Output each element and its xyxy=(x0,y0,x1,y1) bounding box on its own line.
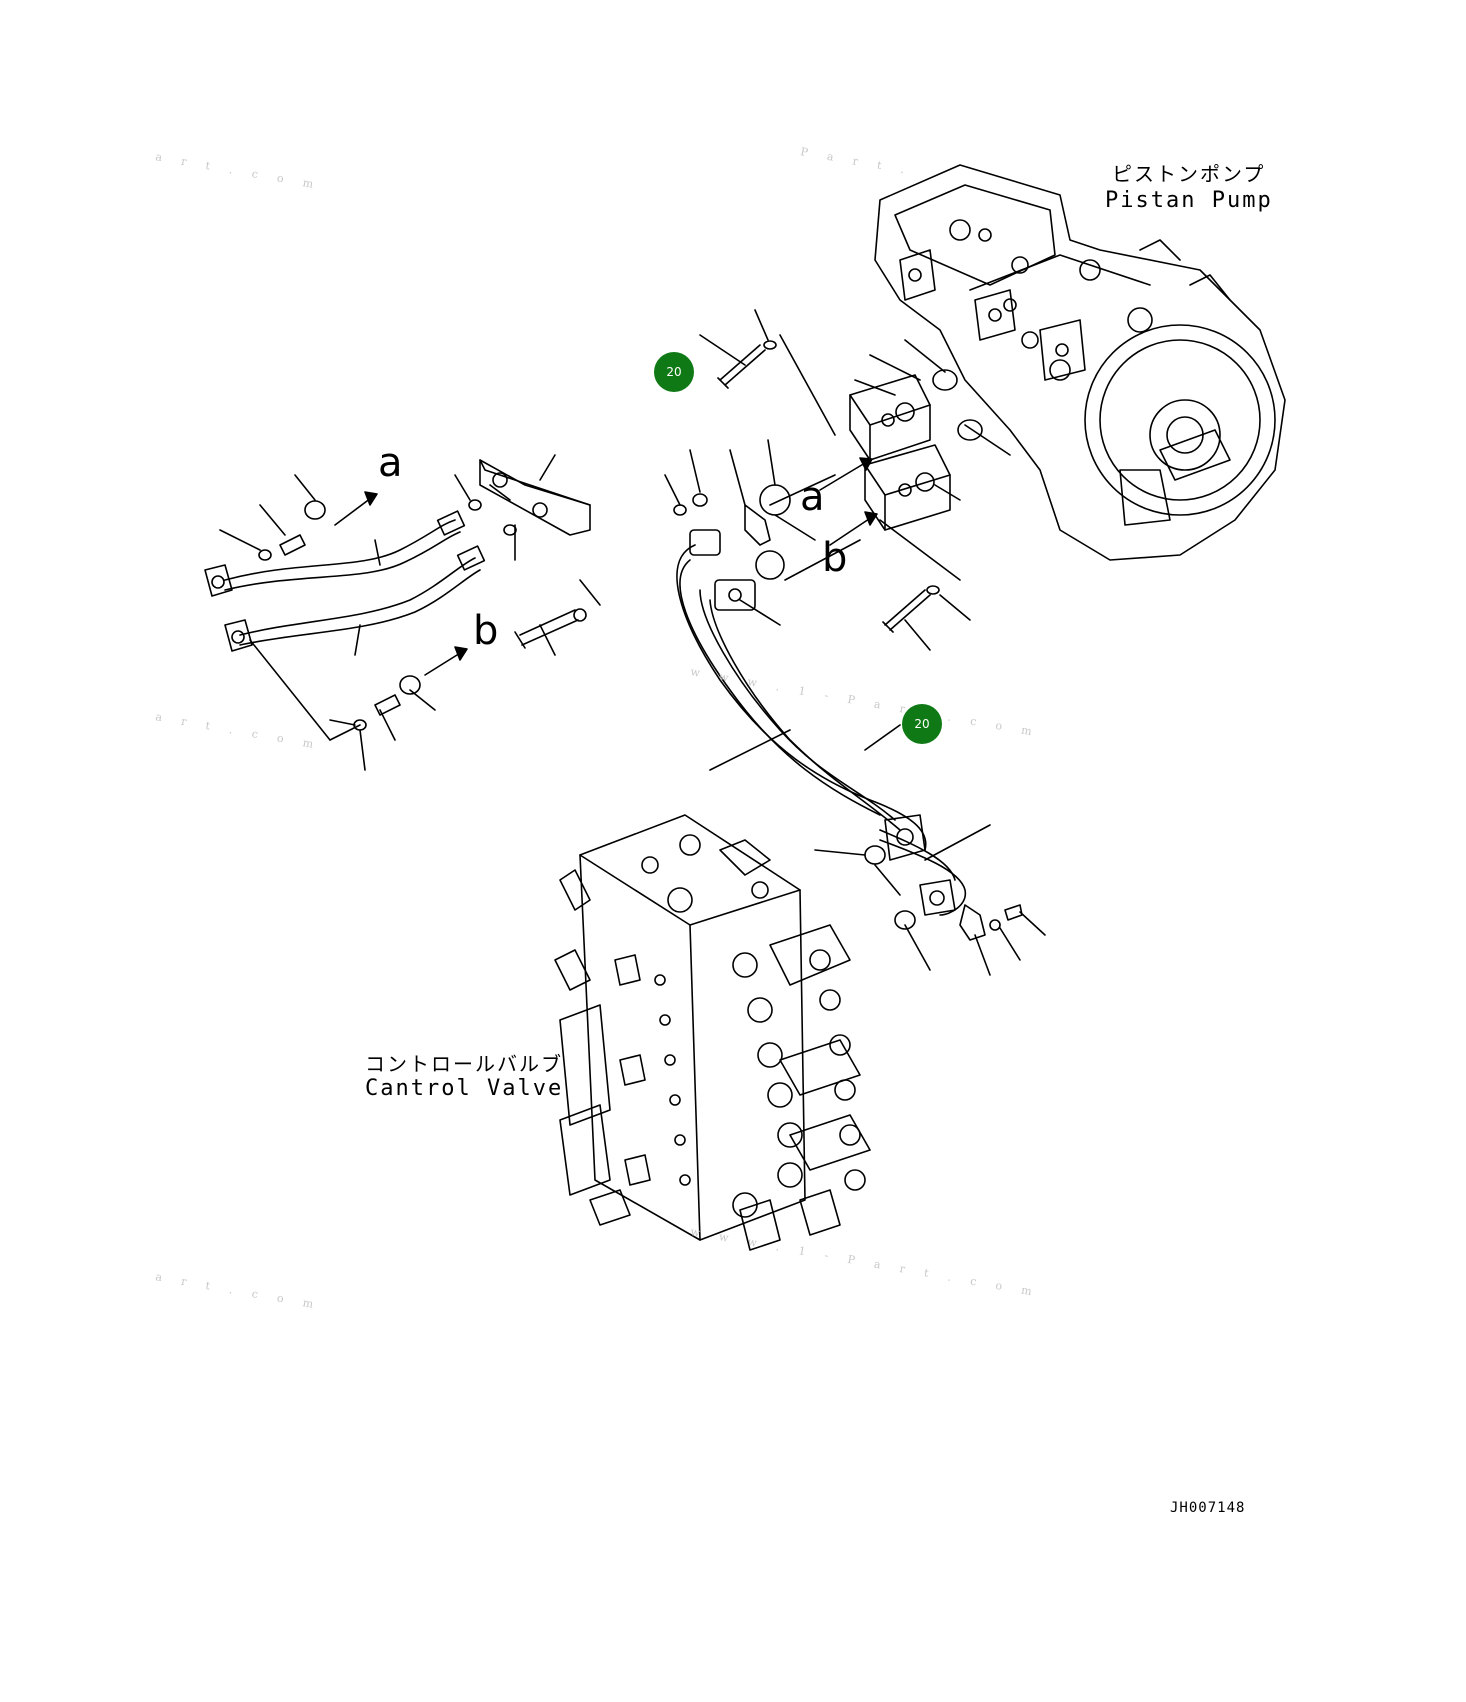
valve-spools xyxy=(732,949,866,1218)
callout-badge[interactable]: 20 xyxy=(654,352,694,392)
arrow-letter-b-right: b xyxy=(822,535,848,581)
arrow-letter-a-left: a xyxy=(378,440,403,486)
valve-label-en: Cantrol Valve xyxy=(365,1076,564,1101)
valve-label-ja: コントロールバルブ xyxy=(365,1052,563,1076)
svg-text:a r t . c o m: a r t . c o m xyxy=(154,150,322,192)
callout-badge[interactable]: 20 xyxy=(902,704,942,744)
direction-arrows xyxy=(334,457,878,676)
svg-text:w w w . 1 - P a r t . c o m: w w w . 1 - P a r t . c o m xyxy=(689,1225,1040,1299)
svg-text:P a r t .: P a r t . xyxy=(799,145,913,177)
left-hose-assembly xyxy=(204,454,601,771)
flange-blocks xyxy=(699,309,1011,651)
main-hose-assembly xyxy=(664,439,1046,976)
svg-text:a r t . c o m: a r t . c o m xyxy=(154,710,322,752)
svg-text:a r t . c o m: a r t . c o m xyxy=(154,1270,322,1312)
pump-label-ja: ピストンポンプ xyxy=(1112,162,1266,186)
piston-pump-drawing xyxy=(874,164,1286,561)
arrow-letter-b-left: b xyxy=(473,608,499,654)
pump-label-en: Pistan Pump xyxy=(1105,188,1273,213)
control-valve-drawing xyxy=(554,814,871,1251)
arrow-letter-a-right: a xyxy=(800,474,825,520)
svg-text:w w w . 1 - P a r t . c o m: w w w . 1 - P a r t . c o m xyxy=(689,665,1040,739)
drawing-number: JH007148 xyxy=(1170,1500,1246,1516)
